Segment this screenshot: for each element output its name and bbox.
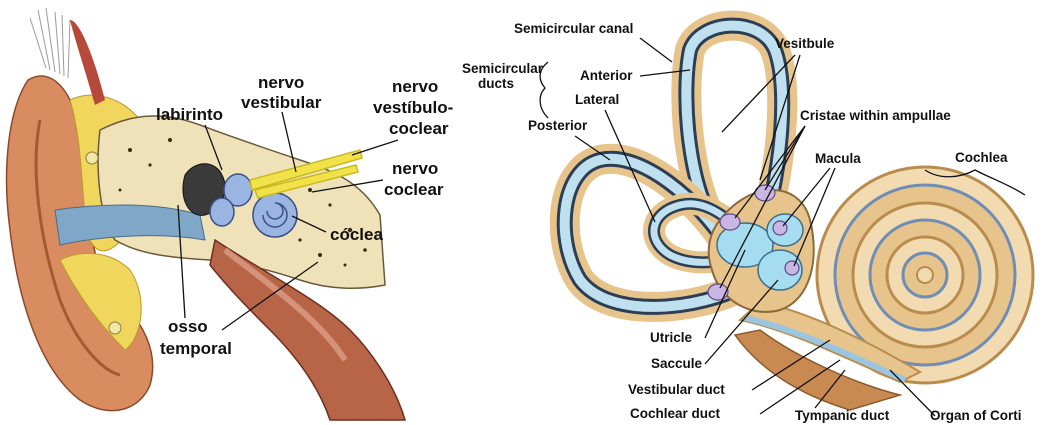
label-nervo-coclear-1: nervo — [392, 159, 438, 178]
label-nervo-vestibular-1: nervo — [258, 73, 304, 92]
label-saccule: Saccule — [651, 356, 703, 371]
ear-cross-section — [7, 8, 405, 420]
inner-ear-labyrinth — [565, 26, 1033, 410]
label-tympanic-duct: Tympanic duct — [795, 408, 890, 423]
muscle-layer — [70, 20, 105, 105]
label-anterior: Anterior — [580, 68, 633, 83]
label-macula: Macula — [815, 151, 861, 166]
label-vestibular-duct: Vestibular duct — [628, 382, 725, 397]
label-vestibule: Vesitbule — [775, 36, 835, 51]
label-osso-temporal-2: temporal — [160, 339, 232, 358]
hair-tuft — [30, 8, 70, 78]
label-cristae: Cristae within ampullae — [800, 108, 951, 123]
label-organ-of-corti: Organ of Corti — [930, 408, 1022, 423]
label-utricle: Utricle — [650, 330, 693, 345]
label-nervo-coclear-2: coclear — [384, 180, 444, 199]
label-coclea: cóclea — [330, 225, 383, 244]
label-lateral: Lateral — [575, 92, 619, 107]
label-posterior: Posterior — [528, 118, 588, 133]
label-osso-temporal-1: osso — [168, 317, 208, 336]
label-nervo-vestibulococlear-2: vestíbulo- — [373, 98, 453, 117]
label-cochlea: Cochlea — [955, 150, 1008, 165]
label-nervo-vestibular-2: vestibular — [241, 93, 322, 112]
label-cochlear-duct: Cochlear duct — [630, 406, 721, 421]
label-nervo-vestibulococlear-3: coclear — [389, 119, 449, 138]
label-semicircular-ducts-1: Semicircular — [462, 61, 544, 76]
label-nervo-vestibulococlear-1: nervo — [392, 77, 438, 96]
label-labirinto: labirinto — [156, 105, 223, 124]
label-semicircular-canal: Semicircular canal — [514, 21, 633, 36]
label-semicircular-ducts-2: ducts — [478, 76, 514, 91]
